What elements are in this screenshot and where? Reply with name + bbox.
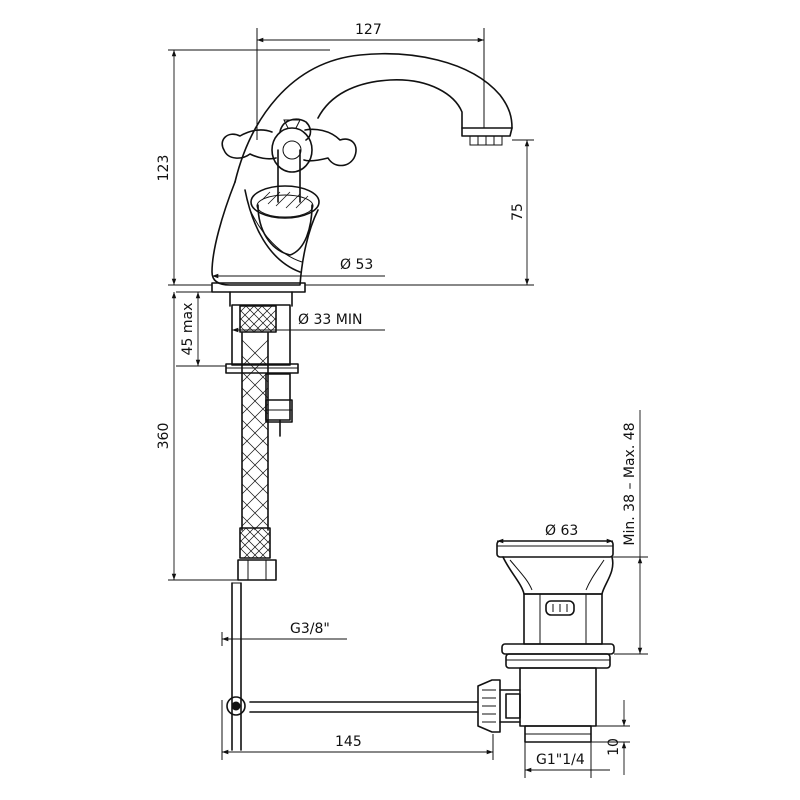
dim-waste-10: 10 (606, 738, 622, 756)
dim-spout-75: 75 (510, 203, 526, 221)
faucet-body (211, 52, 513, 293)
dim-height-123: 123 (156, 155, 172, 182)
dim-width-127: 127 (355, 22, 382, 38)
dim-waste-range: Min. 38 – Max. 48 (622, 422, 638, 545)
dim-waste-thread: G1"1/4 (536, 752, 585, 768)
mounting-shank (225, 291, 299, 437)
braided-hose (237, 332, 277, 581)
popup-rod (226, 582, 479, 751)
dim-hole-d33: Ø 33 MIN (298, 312, 362, 328)
dim-hose-360: 360 (156, 423, 172, 450)
dimension-lines (168, 28, 648, 778)
cartridge-nut (261, 191, 309, 209)
dim-max-45: 45 max (180, 303, 196, 356)
dim-base-d53: Ø 53 (340, 257, 373, 273)
dim-pipe-145: 145 (335, 734, 362, 750)
dim-thread-g38: G3/8" (290, 621, 330, 637)
cross-handle[interactable] (221, 118, 357, 173)
dim-waste-d63: Ø 63 (545, 523, 578, 539)
pop-up-waste (477, 540, 615, 743)
